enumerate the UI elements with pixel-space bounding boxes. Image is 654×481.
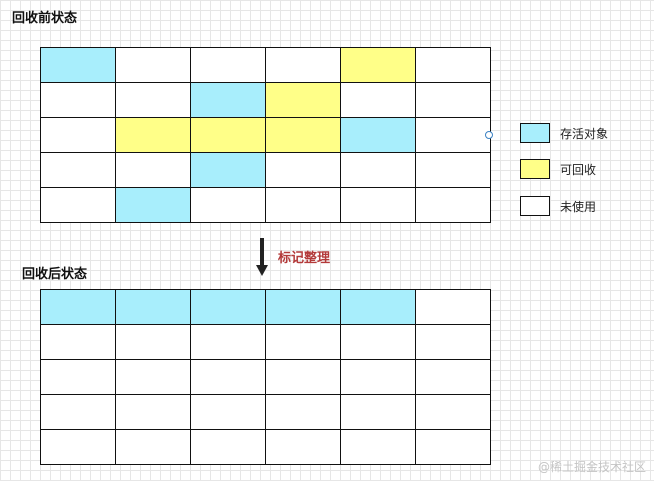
memory-cell-unused (41, 360, 116, 395)
legend-label-live: 存活对象 (560, 126, 609, 141)
memory-cell-live (41, 48, 116, 83)
title-after-reclaim: 回收后状态 (22, 267, 88, 282)
memory-cell-unused (116, 430, 191, 465)
memory-cell-unused (116, 48, 191, 83)
memory-cell-unused (191, 188, 266, 223)
memory-cell-unused (416, 118, 491, 153)
legend-item-live: 存活对象 (520, 122, 608, 144)
memory-cell-reclaimable (116, 118, 191, 153)
memory-cell-live (341, 290, 416, 325)
memory-cell-unused (191, 360, 266, 395)
memory-cell-unused (116, 153, 191, 188)
memory-cell-unused (41, 325, 116, 360)
memory-cell-unused (41, 188, 116, 223)
legend-swatch-live (520, 123, 550, 143)
memory-cell-live (41, 290, 116, 325)
memory-cell-unused (416, 83, 491, 118)
memory-cell-unused (191, 430, 266, 465)
memory-cell-reclaimable (341, 48, 416, 83)
memory-cell-unused (41, 395, 116, 430)
memory-cell-live (341, 118, 416, 153)
memory-cell-unused (416, 430, 491, 465)
memory-cell-unused (191, 325, 266, 360)
memory-cell-unused (416, 290, 491, 325)
memory-cell-unused (116, 360, 191, 395)
memory-cell-unused (191, 395, 266, 430)
legend-label-reclaimable: 可回收 (560, 162, 597, 177)
watermark: @稀土掘金技术社区 (537, 460, 646, 474)
legend-label-unused: 未使用 (560, 199, 597, 214)
memory-grid-before (40, 47, 491, 223)
memory-cell-live (116, 188, 191, 223)
legend-swatch-reclaimable (520, 159, 550, 179)
memory-cell-unused (416, 395, 491, 430)
memory-cell-unused (266, 325, 341, 360)
memory-cell-unused (416, 360, 491, 395)
memory-cell-unused (41, 118, 116, 153)
memory-cell-unused (341, 395, 416, 430)
memory-cell-unused (116, 325, 191, 360)
memory-cell-unused (266, 395, 341, 430)
memory-cell-unused (266, 48, 341, 83)
legend-swatch-unused (520, 196, 550, 216)
memory-cell-unused (341, 83, 416, 118)
legend-item-unused: 未使用 (520, 195, 596, 217)
memory-cell-unused (116, 395, 191, 430)
legend-item-reclaimable: 可回收 (520, 158, 596, 180)
arrow-label: 标记整理 (278, 251, 331, 266)
memory-cell-unused (266, 430, 341, 465)
memory-cell-unused (416, 188, 491, 223)
memory-cell-unused (266, 153, 341, 188)
memory-cell-unused (341, 430, 416, 465)
memory-cell-unused (416, 153, 491, 188)
memory-cell-unused (416, 325, 491, 360)
memory-cell-unused (116, 83, 191, 118)
memory-cell-unused (341, 153, 416, 188)
memory-cell-unused (341, 325, 416, 360)
memory-cell-live (191, 83, 266, 118)
memory-cell-reclaimable (266, 118, 341, 153)
memory-cell-unused (41, 153, 116, 188)
memory-cell-unused (266, 360, 341, 395)
connector-handle[interactable] (485, 131, 493, 139)
title-before-reclaim: 回收前状态 (12, 11, 78, 26)
memory-cell-reclaimable (266, 83, 341, 118)
memory-cell-unused (41, 430, 116, 465)
memory-cell-unused (41, 83, 116, 118)
memory-cell-live (191, 290, 266, 325)
memory-cell-unused (266, 188, 341, 223)
down-arrow-icon (256, 238, 268, 278)
memory-cell-unused (416, 48, 491, 83)
memory-cell-live (266, 290, 341, 325)
memory-cell-live (191, 153, 266, 188)
memory-cell-live (116, 290, 191, 325)
memory-cell-unused (341, 188, 416, 223)
memory-cell-unused (341, 360, 416, 395)
memory-grid-after (40, 289, 491, 465)
memory-cell-reclaimable (191, 118, 266, 153)
memory-cell-unused (191, 48, 266, 83)
